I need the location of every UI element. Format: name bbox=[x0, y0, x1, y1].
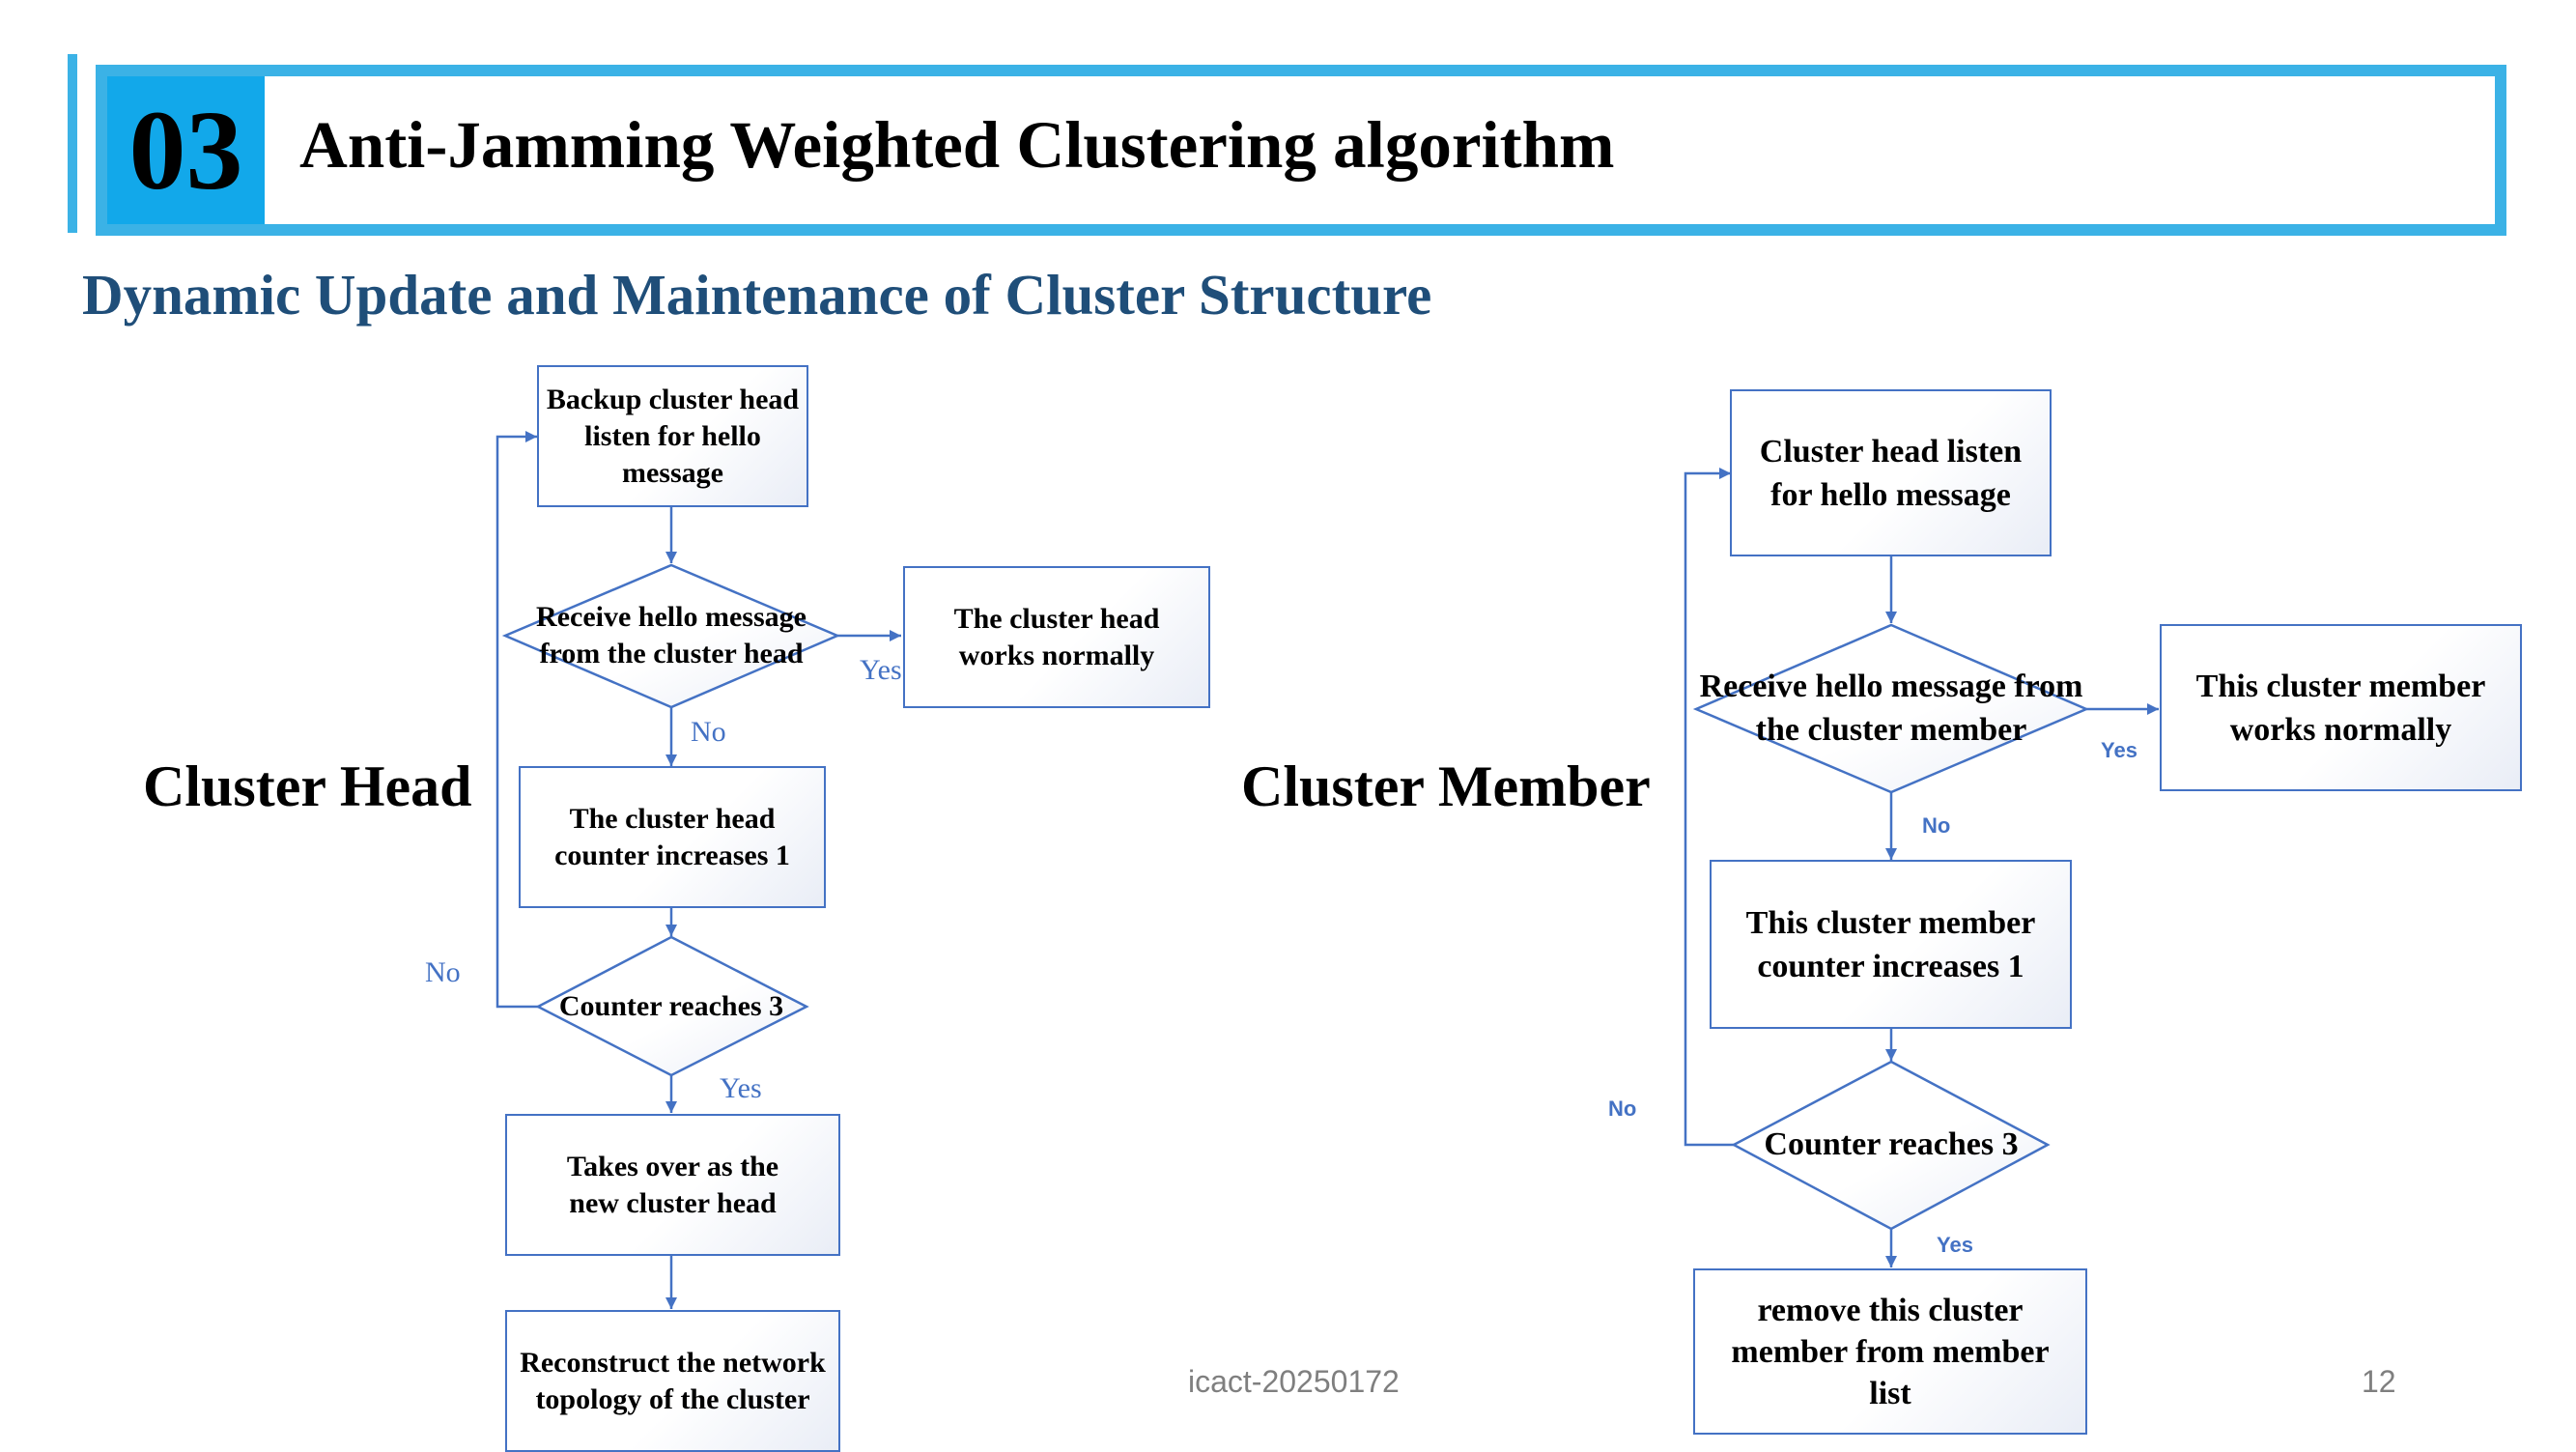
cm-counter-increase-text: This cluster member counter increases 1 bbox=[1745, 904, 2036, 984]
cm-yes-label-receive: Yes bbox=[2101, 738, 2137, 762]
header-frame bbox=[96, 65, 2506, 236]
cm-arrow-check-no-loop bbox=[1684, 468, 1734, 1147]
cm-counter-increase-box: This cluster member counter increases 1 bbox=[1710, 860, 2072, 1029]
ch-counter-increase-text: The cluster head counter increases 1 bbox=[554, 802, 790, 871]
cluster-member-title: Cluster Member bbox=[1241, 754, 1651, 818]
ch-counter-increase-box: The cluster head counter increases 1 bbox=[519, 766, 826, 908]
ch-backup-listen-box: Backup cluster head listen for hello mes… bbox=[537, 365, 808, 507]
cm-remove-member-text: remove this cluster member from member l… bbox=[1731, 1292, 2050, 1411]
cluster-head-title: Cluster Head bbox=[143, 754, 472, 818]
ch-no-label-receive: No bbox=[691, 716, 726, 748]
ch-reconstruct-text: Reconstruct the network topology of the … bbox=[520, 1346, 826, 1415]
ch-counter-reaches-label: Counter reaches 3 bbox=[558, 990, 784, 1022]
header-accent-bar bbox=[68, 54, 77, 233]
cm-works-normally-text: This cluster member works normally bbox=[2195, 668, 2486, 748]
ch-receive-hello-label: Receive hello message from the cluster h… bbox=[536, 601, 807, 669]
cm-counter-reaches-label: Counter reaches 3 bbox=[1764, 1125, 2019, 1162]
cm-decision-receive-diamond bbox=[1692, 623, 2090, 794]
ch-yes-label-counter: Yes bbox=[720, 1072, 762, 1104]
ch-backup-listen-text: Backup cluster head listen for hello mes… bbox=[546, 383, 800, 489]
cm-receive-hello-label: Receive hello message from the cluster m… bbox=[1699, 668, 2083, 748]
section-number: 03 bbox=[107, 76, 265, 224]
ch-takes-over-box: Takes over as the new cluster head bbox=[505, 1114, 840, 1256]
ch-decision-counter-diamond bbox=[535, 935, 809, 1077]
ch-works-normally-text: The cluster head works normally bbox=[953, 602, 1160, 671]
footer-page-number: 12 bbox=[2362, 1364, 2396, 1399]
cm-no-label-counter: No bbox=[1608, 1096, 1637, 1121]
slide-subtitle: Dynamic Update and Maintenance of Cluste… bbox=[82, 263, 1432, 327]
ch-yes-label-receive: Yes bbox=[860, 654, 902, 686]
ch-takes-over-text: Takes over as the new cluster head bbox=[566, 1150, 779, 1219]
section-title: Anti-Jamming Weighted Clustering algorit… bbox=[299, 108, 1615, 182]
ch-arrow-check-no-loop bbox=[495, 431, 538, 1009]
ch-no-label-counter: No bbox=[425, 956, 461, 988]
cm-works-normally-box: This cluster member works normally bbox=[2160, 624, 2522, 791]
cm-decision-counter-diamond bbox=[1731, 1060, 2051, 1231]
ch-decision-receive-diamond bbox=[501, 563, 841, 709]
cm-remove-member-box: remove this cluster member from member l… bbox=[1693, 1268, 2087, 1435]
cm-head-listen-text: Cluster head listen for hello message bbox=[1759, 433, 2023, 513]
ch-reconstruct-box: Reconstruct the network topology of the … bbox=[505, 1310, 840, 1452]
cm-head-listen-box: Cluster head listen for hello message bbox=[1730, 389, 2052, 556]
footer-conference-id: icact-20250172 bbox=[1188, 1364, 1400, 1399]
cm-no-label-receive: No bbox=[1922, 813, 1951, 838]
cm-yes-label-counter: Yes bbox=[1937, 1233, 1973, 1257]
ch-works-normally-box: The cluster head works normally bbox=[903, 566, 1210, 708]
